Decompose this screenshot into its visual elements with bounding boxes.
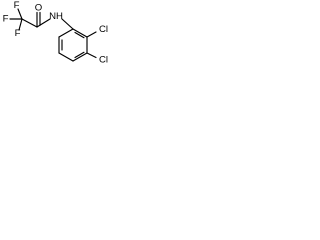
atom-cl-ortho: Cl — [99, 24, 108, 35]
bond-layer — [9, 8, 97, 62]
bond-ring-cl-ortho — [86, 31, 97, 38]
atom-amide-nh: NH — [49, 11, 63, 22]
bond-c2-n — [36, 18, 51, 28]
atom-cl-meta: Cl — [99, 55, 108, 66]
ring-bond-6 — [58, 28, 74, 38]
atom-f-left: F — [3, 14, 9, 25]
bond-ring-cl-meta — [86, 52, 97, 59]
ring-inner-double-2 — [74, 51, 85, 59]
bond-c1-f-top — [17, 8, 23, 20]
atom-f-top: F — [14, 0, 20, 11]
bond-c1-f-bottom — [18, 18, 23, 31]
chemical-structure: F F F O NH Cl Cl — [3, 0, 108, 66]
bond-c1-c2 — [21, 18, 38, 28]
atom-f-bottom: F — [15, 28, 21, 39]
ring-bond-3 — [72, 52, 88, 62]
ring-bond-1 — [72, 28, 88, 38]
ring-bond-4 — [58, 52, 74, 62]
bond-n-ring — [61, 18, 74, 30]
atom-oxygen: O — [35, 3, 42, 14]
atom-label-layer: F F F O NH Cl Cl — [3, 0, 108, 66]
ring-inner-double-1 — [74, 31, 85, 39]
